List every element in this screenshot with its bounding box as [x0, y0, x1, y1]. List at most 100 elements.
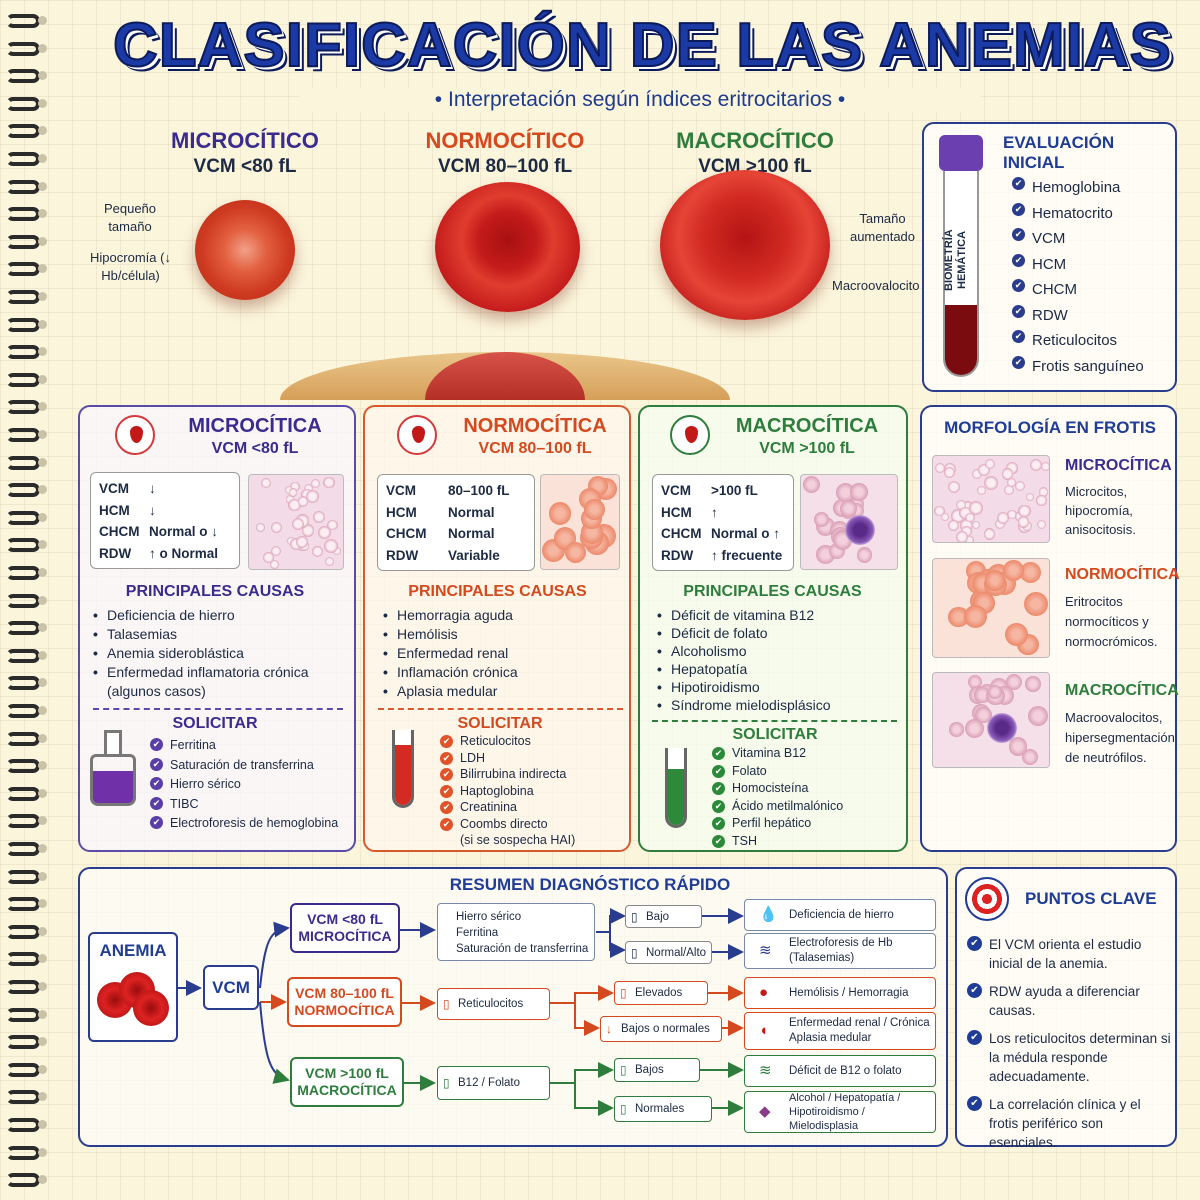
tube-icon: ▯: [620, 1063, 627, 1077]
smear-cell: [850, 483, 868, 501]
index-row: HCM↓: [99, 500, 231, 522]
smear-cell: [814, 512, 830, 528]
dx-label: Déficit de B12 o folato: [789, 1064, 902, 1077]
binding-hole: [38, 844, 47, 853]
result-box: ▯Normal/Alto: [625, 941, 712, 964]
smear-cell: [1008, 737, 1028, 756]
index-key: RDW: [661, 547, 694, 563]
binding-hole: [38, 236, 47, 246]
smear-cell: [332, 546, 341, 555]
binding-hole: [38, 402, 47, 412]
binding-ring: [6, 704, 40, 718]
index-key: CHCM: [99, 524, 140, 540]
request-item: (si se sospecha HAI): [460, 833, 576, 847]
request-item: Creatinina: [440, 799, 625, 816]
request-item: Bilirrubina indirecta: [440, 766, 625, 783]
smear-cell: [975, 706, 992, 724]
smear-cell: [291, 517, 304, 531]
test-item: Reticulocitos: [458, 998, 524, 1010]
target-icon: [965, 877, 1009, 921]
smear-cell: [965, 719, 985, 739]
smear-cell: [840, 500, 857, 517]
eval-item: RDW: [1012, 303, 1172, 329]
eval-item: Reticulocitos: [1012, 328, 1172, 354]
binding-ring: [6, 207, 40, 222]
key-point: Los reticulocitos determinan si la médul…: [967, 1029, 1172, 1086]
dna-icon: ≋: [759, 1062, 772, 1080]
dna-icon: ≋: [759, 942, 772, 960]
liver-icon: ◆: [759, 1103, 771, 1121]
binding-ring: [6, 400, 40, 415]
causes-title: PRINCIPALES CAUSAS: [683, 583, 862, 600]
binding-ring: [6, 1035, 40, 1050]
dx-box: 💧Deficiencia de hierro: [744, 899, 936, 931]
morphology-image-normo: [932, 558, 1050, 658]
smear-image-normo: [540, 474, 620, 570]
binding-ring: [6, 483, 40, 498]
smear-cell: [584, 499, 605, 520]
smear-image-micro: [248, 474, 344, 570]
binding-ring: [6, 262, 40, 277]
result-label: Elevados: [635, 987, 683, 999]
binding-hole: [38, 374, 47, 384]
branch-label: VCM >100 fL MACROCÍTICA: [297, 1064, 397, 1099]
smear-cell: [940, 512, 950, 522]
binding-ring: [6, 317, 40, 332]
binding-hole: [38, 43, 47, 53]
cause-item: Enfermedad renal: [383, 644, 623, 663]
binding-hole: [38, 512, 47, 522]
smear-cell: [1037, 519, 1047, 530]
normo-test-box: ▯Reticulocitos: [437, 988, 550, 1020]
smear-cell: [564, 541, 586, 563]
cause-item: Anemia sideroblástica: [93, 644, 348, 663]
result-box: ▯Bajos: [614, 1058, 700, 1082]
request-item: Electroforesis de hemoglobina: [150, 814, 350, 834]
causes-list: Hemorragia agudaHemólisisEnfermedad rena…: [383, 606, 623, 701]
index-row: RDW↑ frecuente: [661, 545, 785, 567]
panel-title-text: MACROCÍTICA: [735, 415, 879, 437]
smear-cell: [955, 530, 968, 542]
key-point: La correlación clínica y el frotis perif…: [967, 1095, 1172, 1152]
request-item: Coombs directo: [440, 816, 625, 833]
index-row: RDW↑ o Normal: [99, 543, 231, 565]
cause-item: Deficiencia de hierro: [93, 606, 348, 625]
binding-hole: [38, 347, 47, 357]
binding-ring: [6, 980, 40, 994]
label-small-size: Pequeño tamaño: [103, 201, 157, 235]
anemia-label: ANEMIA: [99, 941, 167, 960]
smear-cell: [856, 547, 873, 564]
cause-item: Alcoholismo: [657, 642, 902, 660]
smear-cell: [1014, 480, 1025, 492]
smear-cell: [1020, 562, 1042, 584]
test-tube-icon: [392, 730, 414, 808]
smear-cell: [296, 536, 308, 548]
smear-cell: [1025, 492, 1035, 502]
index-key: HCM: [661, 504, 692, 520]
result-box: ↓Bajos o normales: [600, 1016, 722, 1042]
smear-cell: [1006, 674, 1023, 691]
smear-cell: [984, 476, 999, 491]
request-item: Perfil hepático: [712, 815, 902, 833]
dx-box: ≋Electroforesis de Hb (Talasemias): [744, 933, 936, 969]
index-value: ↓: [149, 502, 156, 518]
result-label: Normales: [635, 1103, 685, 1115]
binding-ring: [6, 1173, 40, 1188]
panel-title-text: MICROCÍTICA: [188, 415, 322, 437]
index-key: RDW: [386, 547, 419, 563]
request-title: SOLICITAR: [457, 715, 543, 732]
eval-item: Hemoglobina: [1012, 175, 1172, 201]
neutrophil: [987, 713, 1017, 743]
smear-cell: [1023, 591, 1048, 616]
divider: [93, 708, 343, 710]
smear-cell: [297, 496, 309, 508]
tube-icon: ▯: [620, 1102, 627, 1116]
smear-cell: [968, 675, 983, 690]
blood-drop-icon: [397, 415, 437, 455]
smear-cell: [324, 539, 338, 554]
binding-ring: [6, 842, 40, 856]
microcyte-cell-image: [195, 200, 295, 300]
